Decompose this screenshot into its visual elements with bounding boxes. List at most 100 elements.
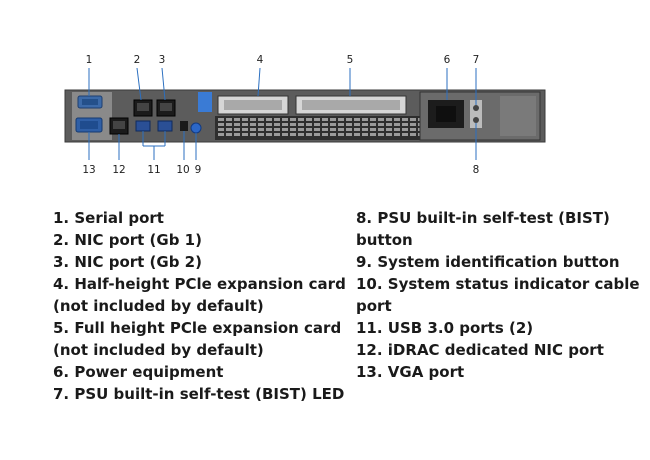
vent-hole (410, 123, 416, 126)
vent-hole (370, 128, 376, 131)
blue-latch (198, 92, 212, 112)
callout-numbers: 1 2 3 4 5 6 7 8 9 10 11 12 13 (82, 54, 479, 176)
vent-hole (306, 133, 312, 136)
callout-9: 9 (195, 164, 202, 176)
legend-item: 1. Serial port (53, 209, 164, 227)
vent-hole (362, 118, 368, 121)
vent-hole (370, 118, 376, 121)
vent-hole (218, 118, 224, 121)
vent-hole (306, 118, 312, 121)
vent-hole (274, 133, 280, 136)
vent-hole (322, 123, 328, 126)
vent-hole (338, 133, 344, 136)
vent-hole (298, 128, 304, 131)
vent-hole (410, 128, 416, 131)
vent-hole (402, 128, 408, 131)
vent-hole (226, 133, 232, 136)
legend-item: (not included by default) (53, 341, 264, 359)
vga-port (75, 117, 103, 133)
vent-hole (402, 123, 408, 126)
vent-hole (346, 118, 352, 121)
server-rear-panel-diagram: 1 2 3 4 5 6 7 8 9 10 11 12 13 (64, 54, 546, 176)
legend-item: 12. iDRAC dedicated NIC port (356, 341, 604, 359)
legend-item: 5. Full height PCle expansion card (53, 319, 342, 337)
vent-hole (330, 133, 336, 136)
vent-hole (386, 123, 392, 126)
vent-hole (250, 133, 256, 136)
vent-hole (258, 133, 264, 136)
legend-item: port (356, 297, 392, 315)
legend-item: 4. Half-height PCle expansion card (53, 275, 346, 293)
vent-hole (274, 123, 280, 126)
vent-hole (218, 128, 224, 131)
vent-hole (370, 123, 376, 126)
vent-hole (226, 123, 232, 126)
callout-1: 1 (86, 54, 93, 66)
callout-13: 13 (82, 164, 95, 176)
vent-hole (394, 128, 400, 131)
nic-ports (133, 99, 176, 117)
vent-hole (322, 118, 328, 121)
vent-hole (290, 128, 296, 131)
vent-hole (362, 128, 368, 131)
legend-item: (not included by default) (53, 297, 264, 315)
vent-hole (410, 118, 416, 121)
vent-hole (330, 128, 336, 131)
vent-hole (290, 123, 296, 126)
vent-hole (402, 118, 408, 121)
vent-hole (362, 123, 368, 126)
vent-hole (314, 128, 320, 131)
vent-hole (298, 123, 304, 126)
vent-hole (346, 128, 352, 131)
vent-hole (394, 123, 400, 126)
callout-6: 6 (444, 54, 451, 66)
legend-item: 3. NIC port (Gb 2) (53, 253, 202, 271)
vent-hole (234, 123, 240, 126)
vent-hole (354, 118, 360, 121)
vent-hole (378, 133, 384, 136)
legend-item: 13. VGA port (356, 363, 465, 381)
callout-3: 3 (159, 54, 166, 66)
power-supply-unit (419, 91, 541, 141)
vent-hole (346, 133, 352, 136)
legend-item: 11. USB 3.0 ports (2) (356, 319, 534, 337)
legend-item: 8. PSU built-in self-test (BIST) (356, 209, 610, 227)
callout-11: 11 (147, 164, 160, 176)
vent-hole (306, 128, 312, 131)
vent-hole (290, 133, 296, 136)
legend-item: button (356, 231, 413, 249)
vent-hole (258, 118, 264, 121)
vent-hole (338, 123, 344, 126)
vent-hole (234, 118, 240, 121)
vent-hole (354, 128, 360, 131)
callout-4: 4 (257, 54, 264, 66)
vent-hole (378, 118, 384, 121)
half-height-pcie-slot (217, 95, 289, 115)
vent-hole (266, 128, 272, 131)
vent-hole (258, 128, 264, 131)
callout-8: 8 (473, 164, 480, 176)
vent-hole (298, 118, 304, 121)
idrac-nic-port (109, 117, 129, 135)
callout-7: 7 (473, 54, 480, 66)
callout-2: 2 (134, 54, 141, 66)
callout-12: 12 (112, 164, 125, 176)
vent-hole (402, 133, 408, 136)
vent-hole (298, 133, 304, 136)
vent-hole (282, 128, 288, 131)
psu-bist-led (473, 105, 479, 111)
legend-item: 9. System identification button (356, 253, 620, 271)
status-indicator-port (180, 121, 188, 131)
vent-hole (322, 128, 328, 131)
vent-hole (314, 123, 320, 126)
vent-hole (234, 128, 240, 131)
vent-hole (250, 128, 256, 131)
vent-hole (354, 123, 360, 126)
vent-hole (218, 133, 224, 136)
vent-hole (282, 118, 288, 121)
vent-hole (218, 123, 224, 126)
vent-hole (370, 133, 376, 136)
vent-hole (266, 123, 272, 126)
vent-hole (242, 133, 248, 136)
vent-hole (234, 133, 240, 136)
